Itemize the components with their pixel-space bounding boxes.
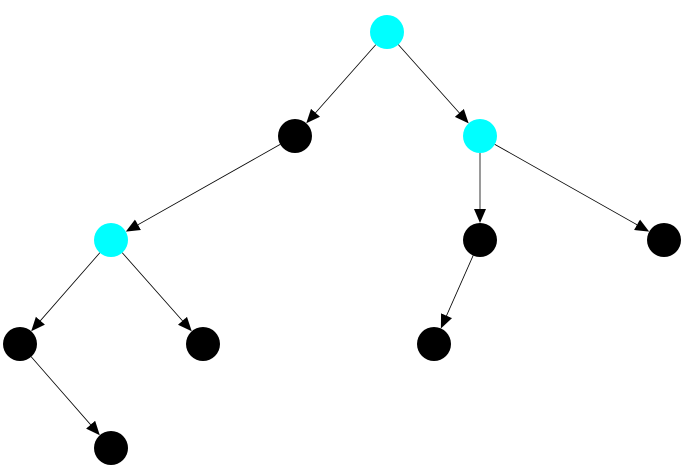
node-right-right bbox=[647, 223, 681, 257]
edge-root-to-right bbox=[398, 44, 469, 124]
edge-right-to-right-right bbox=[494, 144, 650, 232]
node-llr bbox=[186, 327, 220, 361]
node-root bbox=[370, 15, 404, 49]
node-left bbox=[278, 119, 312, 153]
edge-right-left-to-rll bbox=[440, 255, 474, 329]
node-right-left bbox=[463, 223, 497, 257]
nodes-layer bbox=[3, 15, 681, 465]
edge-left-left-to-lll bbox=[31, 252, 101, 332]
edge-root-to-left bbox=[306, 44, 377, 124]
node-llll bbox=[94, 431, 128, 465]
edge-left-to-left-left bbox=[125, 144, 281, 232]
node-left-left bbox=[94, 223, 128, 257]
node-rll bbox=[417, 327, 451, 361]
edge-left-left-to-llr bbox=[121, 252, 192, 332]
edge-lll-to-llll bbox=[30, 356, 100, 436]
node-lll bbox=[3, 327, 37, 361]
node-right bbox=[463, 119, 497, 153]
edges-layer bbox=[30, 44, 650, 436]
